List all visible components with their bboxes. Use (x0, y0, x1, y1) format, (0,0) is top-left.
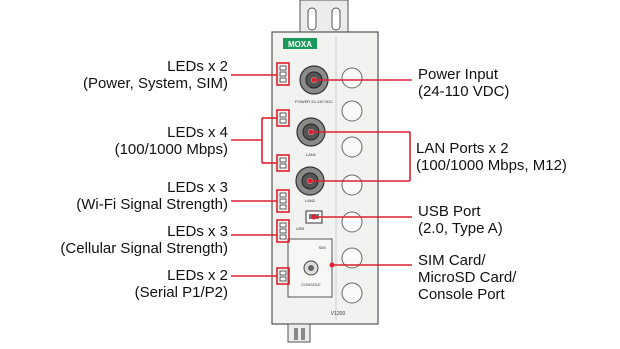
label-line: (Serial P1/P2) (134, 284, 228, 301)
label-serial-leds: LEDs x 2 (Serial P1/P2) (135, 267, 228, 301)
cover-cap (341, 174, 363, 196)
label-line: Console Port (418, 286, 505, 303)
brand-text: MOXA (288, 40, 312, 49)
label-line: (100/1000 Mbps, M12) (416, 157, 567, 174)
label-line: (24-110 VDC) (418, 83, 510, 100)
led-lan2-link (279, 163, 287, 169)
cover-cap (341, 282, 363, 304)
label-line: LEDs x 4 (167, 124, 228, 141)
label-sim-console: SIM Card/ MicroSD Card/ Console Port (418, 252, 516, 303)
led-cellular (279, 234, 287, 240)
led-serial-p2 (279, 276, 287, 282)
cover-cap (341, 211, 363, 233)
label-line: Power Input (418, 66, 499, 83)
led-sim (279, 77, 287, 83)
led-wifi (279, 204, 287, 210)
label-line: (Cellular Signal Strength) (60, 240, 228, 257)
led-system (279, 71, 287, 77)
label-line: (100/1000 Mbps) (114, 141, 228, 158)
console-label: CONSOLE (301, 282, 321, 287)
led-cellular (279, 222, 287, 228)
callout-dot (307, 178, 313, 184)
cover-cap (341, 100, 363, 122)
callout-dot (308, 129, 314, 135)
label-line: LEDs x 2 (167, 58, 228, 75)
label-cellular-leds: LEDs x 3 (Cellular Signal Strength) (60, 223, 228, 257)
led-lan1-link (279, 118, 287, 124)
label-line: (Wi-Fi Signal Strength) (76, 196, 228, 213)
callout-dot (329, 262, 335, 268)
bottom-mounting-bracket (287, 323, 311, 343)
lan1-label: LAN1 (306, 152, 317, 157)
led-lan2-speed (279, 157, 287, 163)
console-panel (287, 238, 333, 298)
callout-lines (231, 62, 412, 285)
label-wifi-leds: LEDs x 3 (Wi-Fi Signal Strength) (76, 179, 228, 213)
led-lan1-speed (279, 112, 287, 118)
cover-cap (341, 247, 363, 269)
led-cellular (279, 228, 287, 234)
lan2-label: LAN2 (305, 198, 316, 203)
label-lan-leds: LEDs x 4 (100/1000 Mbps) (115, 124, 228, 158)
cover-cap (341, 136, 363, 158)
led-serial-p1 (279, 270, 287, 276)
label-line: LAN Ports x 2 (416, 140, 509, 157)
label-status-leds: LEDs x 2 (Power, System, SIM) (83, 58, 228, 92)
sim-label: SIM (318, 245, 325, 250)
label-usb-port: USB Port (2.0, Type A) (418, 203, 503, 237)
led-power (279, 65, 287, 71)
label-line: SIM Card/ (418, 252, 486, 269)
label-line: (2.0, Type A) (418, 220, 503, 237)
callout-box-status-leds (276, 62, 290, 86)
callout-box-cellular-leds (276, 219, 290, 243)
callout-dot (311, 77, 317, 83)
label-line: (Power, System, SIM) (82, 75, 228, 92)
brand-logo (283, 38, 317, 49)
led-wifi (279, 198, 287, 204)
label-line: MicroSD Card/ (418, 269, 517, 286)
label-line: LEDs x 3 (167, 179, 228, 196)
label-line: LEDs x 3 (167, 223, 228, 240)
label-line: USB Port (418, 203, 481, 220)
label-lan-ports: LAN Ports x 2 (100/1000 Mbps, M12) (416, 140, 567, 174)
callout-dot (311, 214, 317, 220)
model-label: V1200 (331, 311, 346, 317)
label-line: LEDs x 2 (167, 267, 228, 284)
cover-cap (341, 67, 363, 89)
label-power-input: Power Input (24-110 VDC) (418, 66, 509, 100)
usb-label: USB (296, 226, 305, 231)
power-port-label: POWER 24-110 VDC (295, 99, 333, 104)
led-wifi (279, 192, 287, 198)
